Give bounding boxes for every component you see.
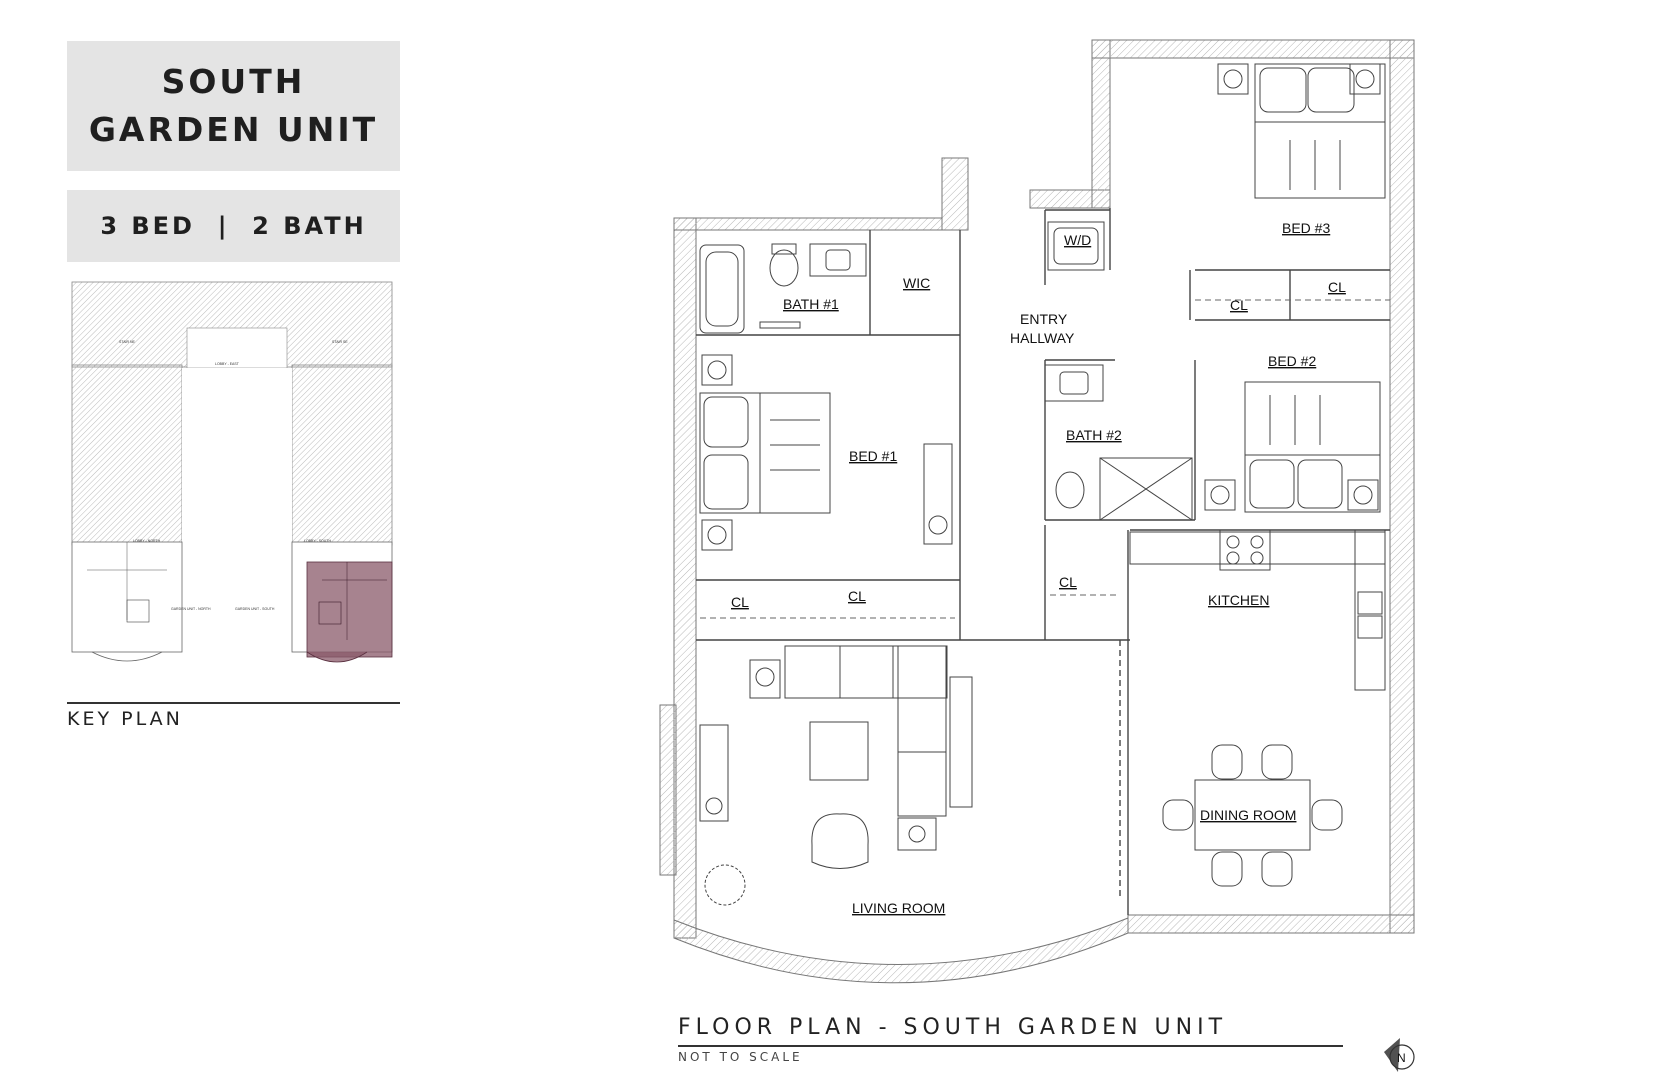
kitchen-fixtures <box>1129 529 1386 691</box>
unit-title-box: SOUTH GARDEN UNIT <box>67 41 400 171</box>
north-arrow-icon: N <box>1384 1038 1415 1072</box>
label-wic: WIC <box>903 275 930 291</box>
living-furniture <box>699 645 973 906</box>
exterior-walls <box>659 39 1415 984</box>
label-bed2: BED #2 <box>1268 353 1316 369</box>
label-wd: W/D <box>1064 232 1091 248</box>
label-entry-line2: HALLWAY <box>1010 330 1075 346</box>
kp-lobby-south: LOBBY - SOUTH <box>304 539 331 543</box>
kp-lobby-east: LOBBY - EAST <box>215 362 240 366</box>
bed1-furniture <box>699 354 953 551</box>
label-dining: DINING ROOM <box>1200 807 1296 823</box>
label-bath1: BATH #1 <box>783 296 839 312</box>
floor-plan-scale-note: NOT TO SCALE <box>678 1050 803 1064</box>
unit-title: SOUTH GARDEN UNIT <box>89 58 378 154</box>
label-bed1: BED #1 <box>849 448 897 464</box>
bath2-fixtures <box>1044 221 1193 521</box>
kp-lobby-north: LOBBY - NORTH <box>133 539 161 543</box>
label-kitchen: KITCHEN <box>1208 592 1269 608</box>
kp-stair-ne: STAIR NE <box>119 340 136 344</box>
dining-furniture <box>1162 744 1343 887</box>
label-living: LIVING ROOM <box>852 900 945 916</box>
key-plan-drawing: LOBBY - EAST LOBBY - NORTH LOBBY - SOUTH… <box>71 281 393 663</box>
kp-garden-north: GARDEN UNIT - NORTH <box>171 607 211 611</box>
bed3-furniture <box>1217 63 1386 199</box>
kp-stair-se: STAIR SE <box>332 340 348 344</box>
floor-plan-title: FLOOR PLAN - SOUTH GARDEN UNIT <box>678 1015 1228 1040</box>
bath1-fixtures <box>699 243 867 334</box>
label-cl-hall: CL <box>1230 297 1248 313</box>
label-cl-bed1b: CL <box>848 588 866 604</box>
key-plan-label: KEY PLAN <box>67 708 183 730</box>
label-bed3: BED #3 <box>1282 220 1330 236</box>
floor-plan-title-rule <box>678 1045 1343 1047</box>
key-plan: LOBBY - EAST LOBBY - NORTH LOBBY - SOUTH… <box>67 280 400 680</box>
kp-garden-south: GARDEN UNIT - SOUTH <box>235 607 275 611</box>
unit-title-line2: GARDEN UNIT <box>88 110 379 149</box>
label-cl-entry: CL <box>1059 574 1077 590</box>
label-cl-bed3: CL <box>1328 279 1346 295</box>
unit-subtitle: 3 BED | 2 BATH <box>100 212 367 240</box>
bed2-furniture <box>1204 381 1381 513</box>
key-plan-divider <box>67 702 400 704</box>
unit-title-line1: SOUTH <box>161 62 306 101</box>
unit-subtitle-box: 3 BED | 2 BATH <box>67 190 400 262</box>
label-entry-line1: ENTRY <box>1020 311 1068 327</box>
north-arrow-letter: N <box>1397 1051 1406 1065</box>
label-bath2: BATH #2 <box>1066 427 1122 443</box>
label-cl-bed1a: CL <box>731 594 749 610</box>
closet-lines <box>700 299 1390 619</box>
